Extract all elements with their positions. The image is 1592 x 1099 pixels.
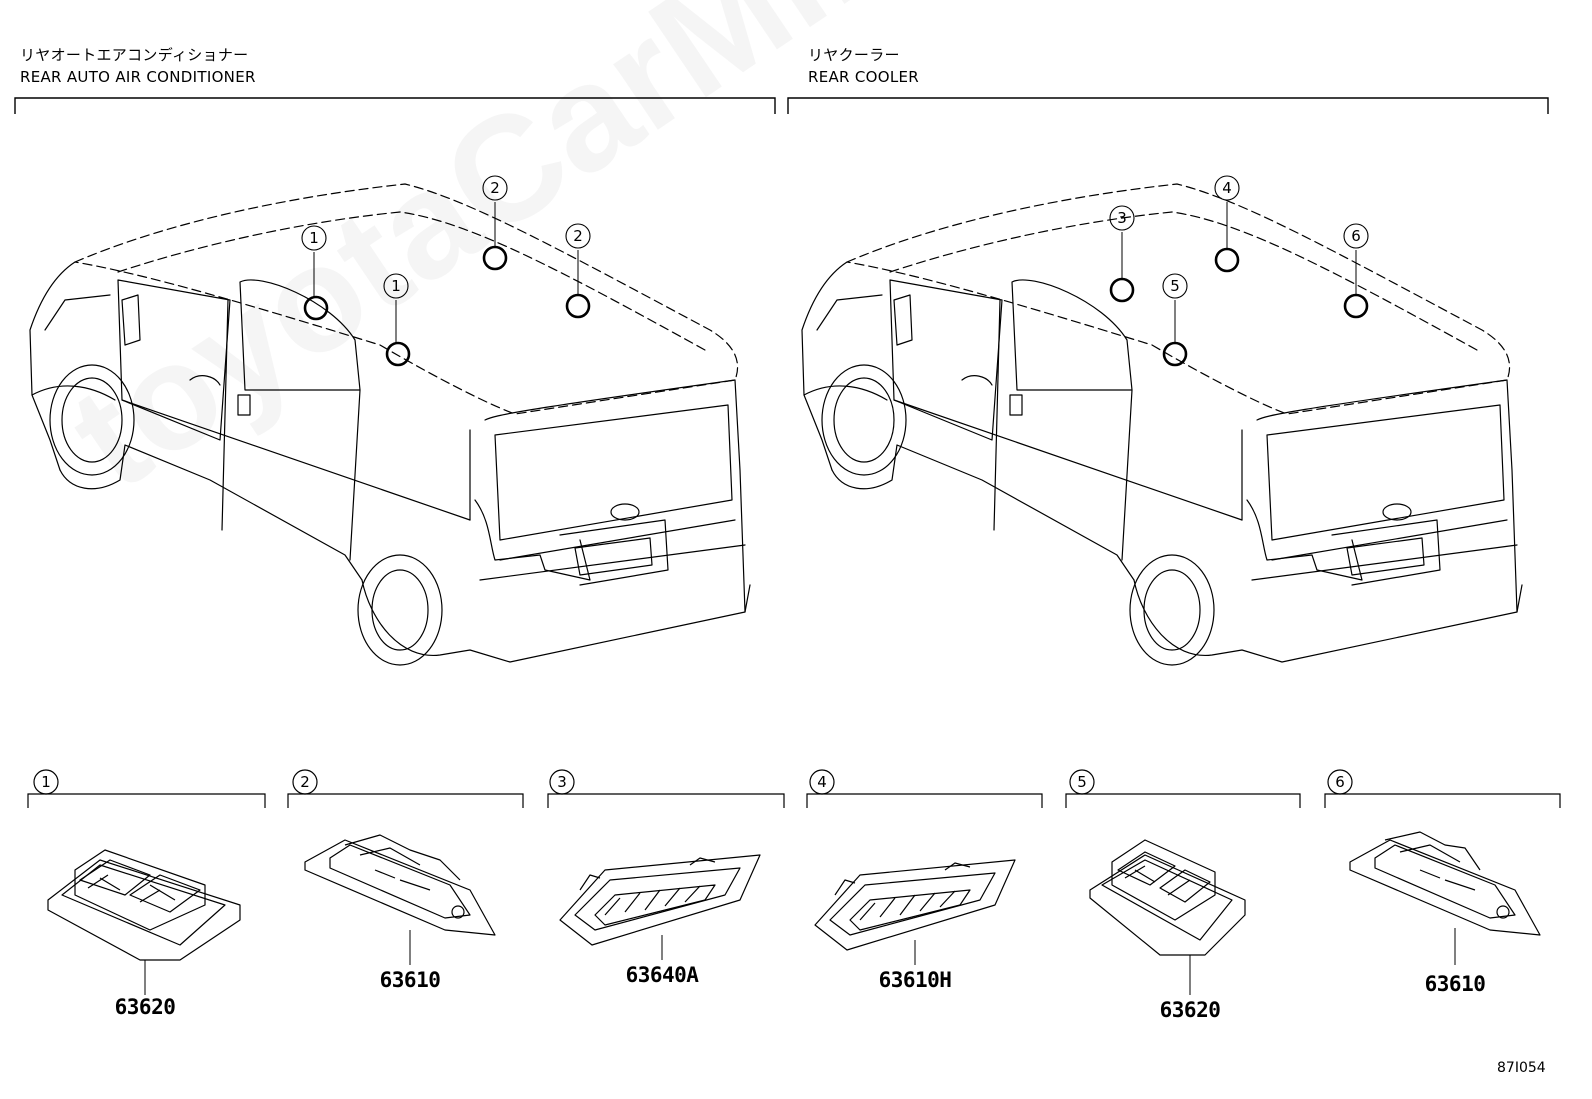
van-illustration-left [29, 183, 751, 666]
callouts-right-labels: 3 4 5 6 [1117, 179, 1361, 295]
callout-5 [1162, 273, 1188, 367]
part-drawing-63610-a [304, 834, 496, 965]
part-drawing-63610-b [1349, 831, 1541, 965]
callout-4 [1214, 175, 1240, 273]
callout-label: 2 [490, 179, 500, 197]
part-number: 63640A [625, 963, 699, 987]
section-brackets [14, 97, 1549, 114]
callouts-left-labels: 1 1 2 2 [309, 179, 583, 295]
callout-2b [565, 223, 591, 319]
part-index-label: 1 [41, 773, 51, 791]
callout-label: 1 [309, 229, 319, 247]
callout-2a [482, 175, 508, 271]
van-illustration-right [801, 183, 1523, 666]
section-title-jp: リヤクーラー [808, 46, 900, 64]
part-index-labels: 1 2 3 4 5 6 [41, 773, 1345, 791]
callout-label: 1 [391, 277, 401, 295]
part-index-label: 3 [557, 773, 567, 791]
section-title-jp: リヤオートエアコンディショナー [20, 46, 249, 64]
section-title-en: REAR COOLER [808, 68, 919, 86]
part-drawings [47, 831, 1541, 995]
callout-label: 6 [1351, 227, 1361, 245]
callout-1b [383, 273, 411, 367]
part-index-label: 4 [817, 773, 827, 791]
callout-label: 2 [573, 227, 583, 245]
part-index-label: 5 [1077, 773, 1087, 791]
part-index-label: 6 [1335, 773, 1345, 791]
part-number: 63610 [1424, 972, 1486, 996]
part-number: 63610H [878, 968, 952, 992]
part-drawing-63640A [559, 854, 761, 960]
section-title-en: REAR AUTO AIR CONDITIONER [20, 68, 256, 86]
part-number: 63620 [114, 995, 176, 1019]
callout-label: 4 [1222, 179, 1232, 197]
callout-3 [1109, 205, 1135, 303]
diagram-id: 87I054 [1497, 1060, 1546, 1076]
section-title-rear-cooler: リヤクーラー REAR COOLER [808, 44, 919, 88]
callout-1a [301, 225, 329, 321]
part-number: 63610 [379, 968, 441, 992]
part-index-label: 2 [300, 773, 310, 791]
part-drawing-63620-a [47, 849, 241, 995]
part-drawing-63610H [814, 859, 1016, 965]
callout-6 [1343, 223, 1369, 319]
callout-label: 5 [1170, 277, 1180, 295]
section-title-rear-auto-ac: リヤオートエアコンディショナー REAR AUTO AIR CONDITIONE… [20, 44, 256, 88]
part-drawing-63620-b [1089, 839, 1246, 995]
part-index-brackets [27, 769, 1561, 808]
part-number: 63620 [1159, 998, 1221, 1022]
callouts-right [1109, 175, 1369, 367]
callout-label: 3 [1117, 209, 1127, 227]
callouts-left [301, 175, 591, 367]
